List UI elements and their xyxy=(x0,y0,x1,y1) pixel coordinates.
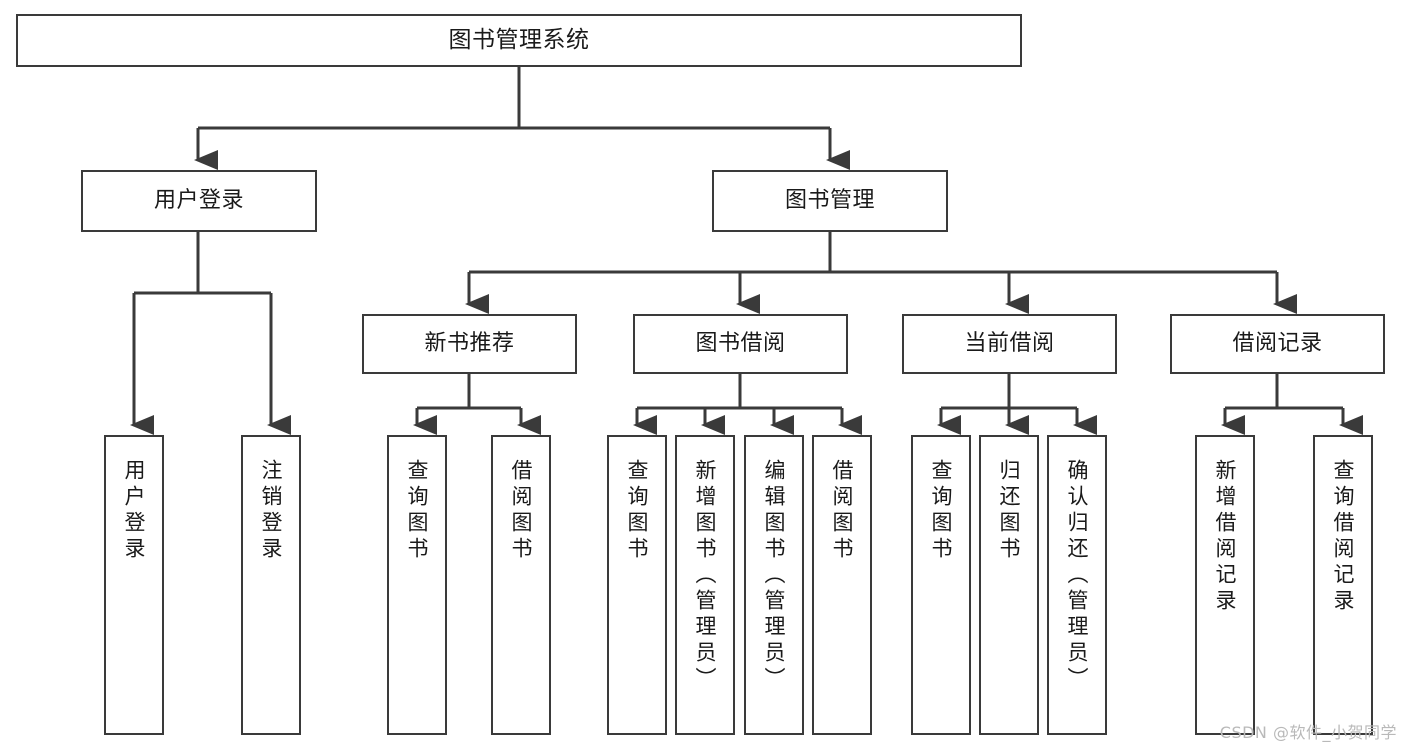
leaf-query-book-borrow[interactable]: 查询图书 xyxy=(607,435,667,735)
node-label: 图书管理系统 xyxy=(448,26,590,53)
leaf-query-book-current[interactable]: 查询图书 xyxy=(911,435,971,735)
node-book-manage[interactable]: 图书管理 xyxy=(712,170,948,232)
leaf-add-borrow-record[interactable]: 新增借阅记录 xyxy=(1195,435,1255,735)
watermark-text: CSDN @软件_小贺同学 xyxy=(1219,723,1397,742)
node-label: 查询图书 xyxy=(929,459,954,563)
node-label: 用户登录 xyxy=(122,459,147,563)
node-label: 新书推荐 xyxy=(424,331,515,357)
node-label: 查询图书 xyxy=(625,459,650,563)
leaf-confirm-return[interactable]: 确认归还（管理员） xyxy=(1047,435,1107,735)
leaf-add-book[interactable]: 新增图书（管理员） xyxy=(675,435,735,735)
node-label: 查询图书 xyxy=(405,459,430,563)
leaf-query-borrow-record[interactable]: 查询借阅记录 xyxy=(1313,435,1373,735)
node-label: 查询借阅记录 xyxy=(1331,459,1356,615)
node-label: 图书管理 xyxy=(784,188,875,214)
leaf-logout[interactable]: 注销登录 xyxy=(241,435,301,735)
leaf-borrow-book[interactable]: 借阅图书 xyxy=(812,435,872,735)
node-new-book-recommend[interactable]: 新书推荐 xyxy=(362,314,577,374)
node-label: 借阅图书 xyxy=(509,459,534,563)
node-label: 用户登录 xyxy=(153,188,244,214)
node-label: 借阅记录 xyxy=(1232,331,1323,357)
node-label: 新增借阅记录 xyxy=(1213,459,1238,615)
node-label: 当前借阅 xyxy=(964,331,1055,357)
node-label: 图书借阅 xyxy=(695,331,786,357)
node-label: 归还图书 xyxy=(997,459,1022,563)
node-label: 确认归还（管理员） xyxy=(1065,459,1090,693)
node-current-borrow[interactable]: 当前借阅 xyxy=(902,314,1117,374)
leaf-query-book-recommend[interactable]: 查询图书 xyxy=(387,435,447,735)
node-label: 借阅图书 xyxy=(830,459,855,563)
leaf-user-login[interactable]: 用户登录 xyxy=(104,435,164,735)
node-label: 新增图书（管理员） xyxy=(693,459,718,693)
node-book-borrow[interactable]: 图书借阅 xyxy=(633,314,848,374)
node-user-login[interactable]: 用户登录 xyxy=(81,170,317,232)
leaf-borrow-book-recommend[interactable]: 借阅图书 xyxy=(491,435,551,735)
node-borrow-record[interactable]: 借阅记录 xyxy=(1170,314,1385,374)
node-label: 编辑图书（管理员） xyxy=(762,459,787,693)
node-label: 注销登录 xyxy=(259,459,284,563)
leaf-return-book[interactable]: 归还图书 xyxy=(979,435,1039,735)
leaf-edit-book[interactable]: 编辑图书（管理员） xyxy=(744,435,804,735)
node-root-system[interactable]: 图书管理系统 xyxy=(16,14,1022,67)
